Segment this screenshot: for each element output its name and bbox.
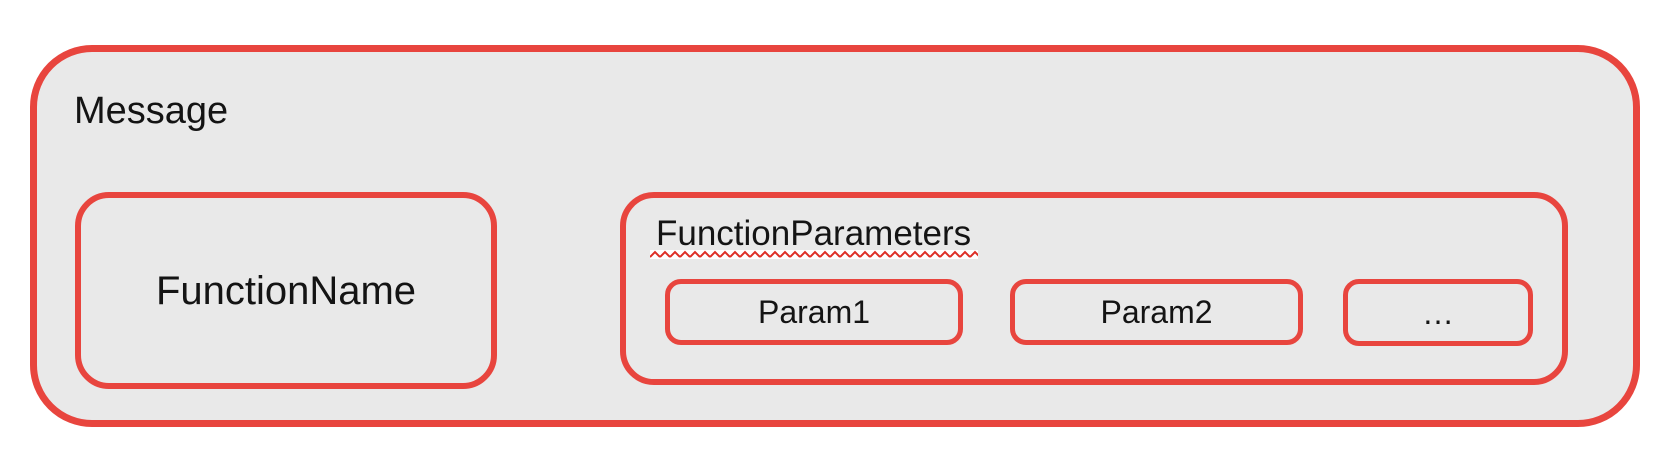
param1-label: Param1 <box>757 294 871 330</box>
param1-box: Param1 <box>665 279 963 345</box>
param2-label: Param2 <box>1100 294 1213 330</box>
function-parameters-box: FunctionParameters Param1 Param2 … <box>620 192 1568 385</box>
message-container-box: Message FunctionName FunctionParameters … <box>30 45 1640 427</box>
spellcheck-squiggle-underline-icon <box>650 250 978 259</box>
function-name-label: FunctionName <box>155 268 417 313</box>
message-label: Message <box>74 90 229 132</box>
function-parameters-label: FunctionParameters <box>656 214 972 253</box>
param-ellipsis-box: … <box>1343 279 1533 346</box>
function-name-box: FunctionName <box>75 192 497 389</box>
param-ellipsis-label: … <box>1422 294 1454 331</box>
param2-box: Param2 <box>1010 279 1303 345</box>
